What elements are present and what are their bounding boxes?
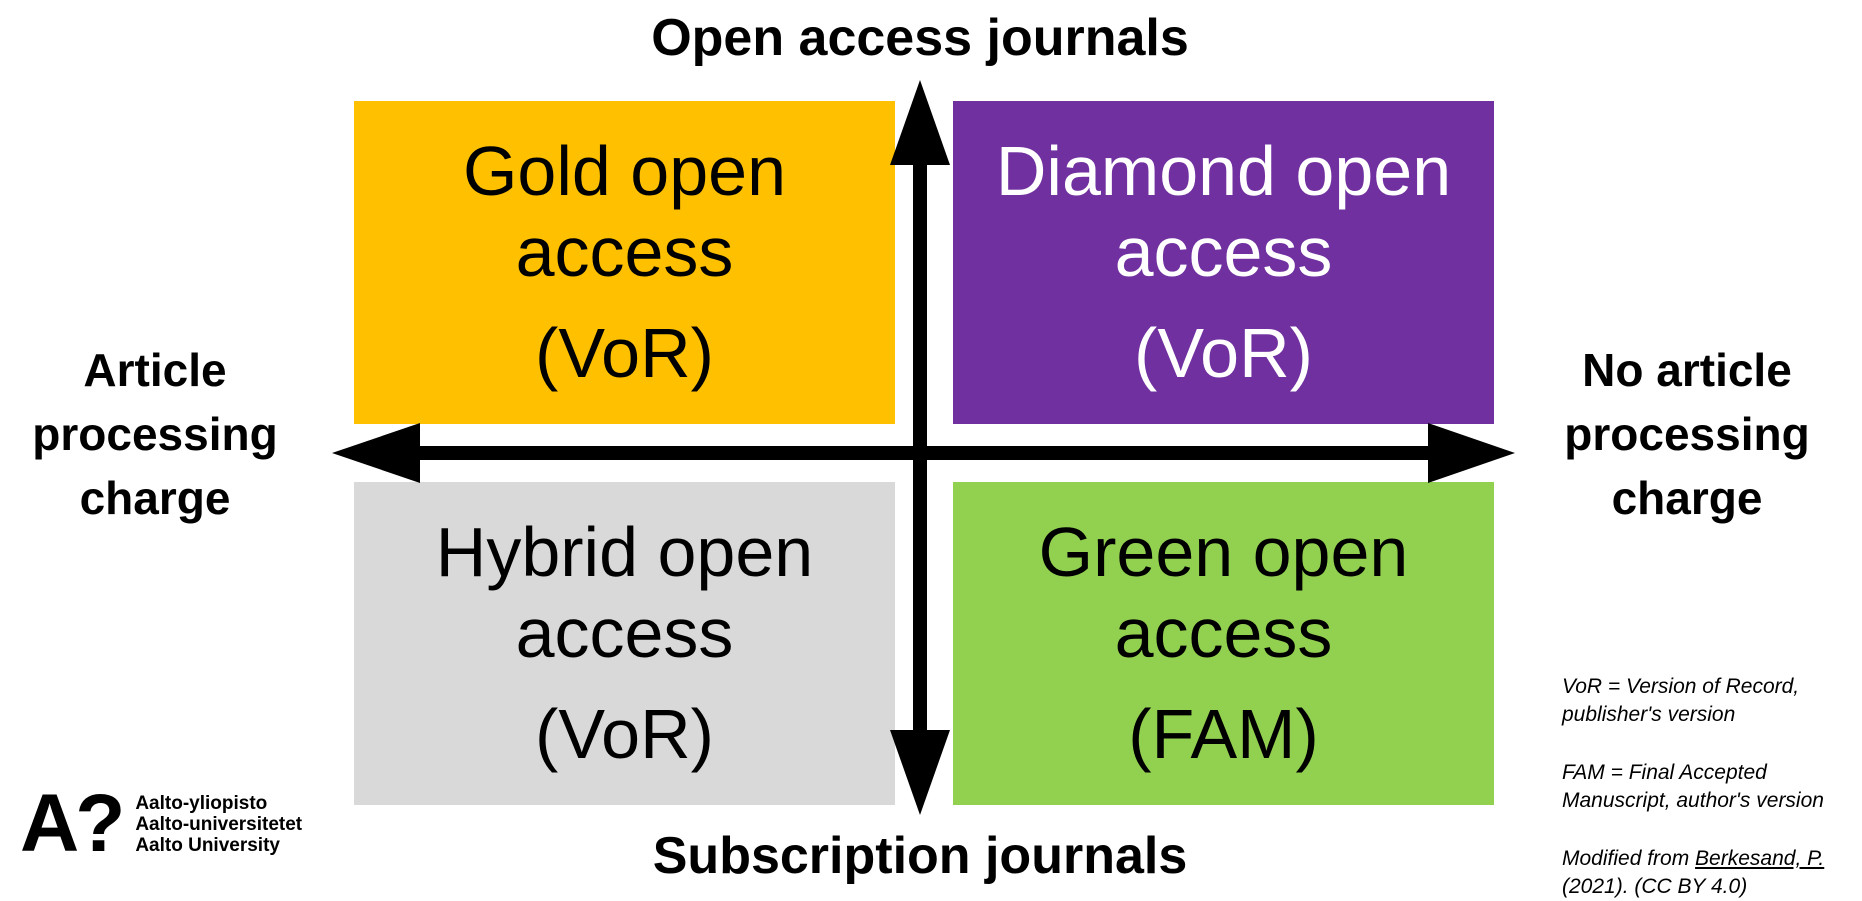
quadrant-diamond-open-access: Diamond open access (VoR) [953, 101, 1494, 424]
logo-line-fi: Aalto-yliopisto [135, 792, 268, 814]
quadrant-version: (VoR) [535, 314, 714, 392]
note-source: Modified from Berkesand, P. (2021). (CC … [1562, 845, 1824, 901]
axis-label-left-line3: charge [79, 472, 231, 524]
axis-title-bottom: Subscription journals [652, 827, 1188, 885]
note-source-line2: (2021). (CC BY 4.0) [1562, 875, 1748, 898]
arrow-right-icon [1428, 423, 1515, 483]
note-vor: VoR = Version of Record, publisher's ver… [1562, 673, 1799, 729]
axis-title-top: Open access journals [651, 9, 1189, 67]
axis-label-left: Article processing charge [5, 338, 305, 530]
arrow-left-icon [332, 423, 420, 483]
horizontal-axis-line [400, 446, 1440, 460]
quadrant-version: (VoR) [1134, 314, 1313, 392]
note-fam: FAM = Final Accepted Manuscript, author'… [1562, 759, 1824, 815]
quadrant-title-line1: Hybrid open [435, 513, 814, 591]
source-link[interactable]: Berkesand, P. [1695, 847, 1825, 870]
aalto-logo: A? Aalto-yliopisto Aalto-universitetet A… [20, 783, 302, 865]
logo-line-en: Aalto University [135, 834, 280, 856]
quadrant-title-line1: Gold open [462, 132, 787, 210]
note-vor-line1: VoR = Version of Record, [1562, 675, 1800, 698]
note-vor-line2: publisher's version [1562, 703, 1736, 726]
quadrant-version: (VoR) [535, 695, 714, 773]
note-source-line1: Modified from Berkesand, P. [1562, 845, 1824, 873]
quadrant-title-line2: access [515, 213, 734, 291]
axis-label-right-line2: processing [1564, 408, 1810, 460]
axis-label-left-line2: processing [32, 408, 278, 460]
note-fam-line1: FAM = Final Accepted [1562, 761, 1767, 784]
aalto-logo-mark: A? [20, 778, 125, 869]
axis-label-right-line3: charge [1611, 472, 1763, 524]
quadrant-green-open-access: Green open access (FAM) [953, 482, 1494, 805]
axis-label-right-line1: No article [1582, 344, 1792, 396]
quadrant-title-line2: access [515, 594, 734, 672]
quadrant-hybrid-open-access: Hybrid open access (VoR) [354, 482, 895, 805]
quadrant-title-line1: Diamond open [995, 132, 1452, 210]
arrow-down-icon [890, 730, 950, 815]
arrow-up-icon [890, 80, 950, 165]
aalto-logo-text: Aalto-yliopisto Aalto-universitetet Aalt… [135, 793, 302, 856]
note-source-prefix: Modified from [1562, 847, 1696, 870]
axis-label-right: No article processing charge [1537, 338, 1837, 530]
axis-label-left-line1: Article [83, 344, 227, 396]
note-fam-line2: Manuscript, author's version [1562, 789, 1824, 812]
quadrant-title-line2: access [1114, 594, 1333, 672]
quadrant-version: (FAM) [1128, 695, 1319, 773]
logo-line-sv: Aalto-universitetet [135, 813, 303, 835]
quadrant-gold-open-access: Gold open access (VoR) [354, 101, 895, 424]
quadrant-title-line2: access [1114, 213, 1333, 291]
quadrant-title-line1: Green open [1038, 513, 1409, 591]
